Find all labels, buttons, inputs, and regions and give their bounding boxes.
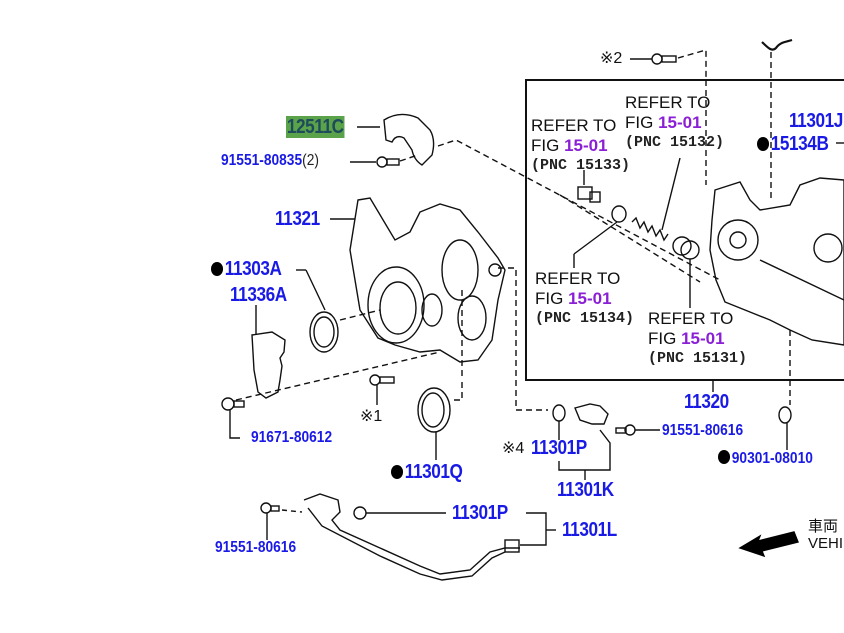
vehicle-direction-label: 車両 VEHI [808, 518, 844, 552]
oil-pump-group-box [525, 79, 844, 381]
cut-line-icon [761, 38, 793, 51]
note-marker-1: ※1 [360, 408, 383, 425]
cam-sensor-icon [574, 403, 609, 425]
oil-pump-housing-icon [709, 177, 844, 346]
plug-bolt-icon [577, 170, 601, 203]
part-label-11301J[interactable]: 11301J [789, 110, 843, 132]
fig-reference-15133: REFER TO FIG 15-01 (PNC 15133) [531, 116, 631, 174]
bolt-icon [350, 156, 400, 168]
gasket-icon [611, 205, 627, 223]
o-ring-icon [353, 506, 367, 520]
part-label-11301L[interactable]: 11301L [562, 519, 617, 541]
part-label-91551-80616-upper[interactable]: 91551-80616 [662, 422, 744, 439]
part-label-11320[interactable]: 11320 [684, 391, 729, 413]
fig-link[interactable]: 15-01 [681, 329, 725, 348]
fig-reference-15132: REFER TO FIG 15-01 (PNC 15132) [625, 93, 725, 151]
relief-valve-icon [672, 236, 700, 260]
spring-icon [631, 216, 669, 242]
part-label-11301P-upper[interactable]: 11301P [531, 437, 587, 459]
bolt-icon [369, 374, 395, 386]
note-marker-4: ※4 [502, 440, 525, 457]
new-part-bullet-icon [757, 137, 770, 151]
crank-sensor-harness-icon [303, 493, 520, 575]
bolt-icon [221, 397, 245, 411]
part-label-91551-80616-lower[interactable]: 91551-80616 [215, 539, 297, 556]
oil-seal-icon [309, 311, 339, 353]
part-label-91551-80835[interactable]: 91551-80835(2) [221, 152, 319, 169]
note-marker-2: ※2 [600, 50, 623, 67]
fig-reference-15134: REFER TO FIG 15-01 (PNC 15134) [535, 269, 635, 327]
fig-reference-15131: REFER TO FIG 15-01 (PNC 15131) [648, 309, 748, 367]
fig-link[interactable]: 15-01 [658, 113, 702, 132]
new-part-bullet-icon [718, 450, 731, 464]
part-label-90301-08010[interactable]: 90301-08010 [718, 450, 813, 467]
part-label-12511C[interactable]: 12511C [286, 116, 345, 138]
part-label-11301Q[interactable]: 11301Q [391, 462, 463, 482]
new-part-bullet-icon [391, 465, 404, 479]
part-label-15134B[interactable]: 15134B [757, 134, 829, 154]
o-ring-icon [552, 404, 566, 422]
part-label-11301P-lower[interactable]: 11301P [452, 502, 508, 524]
bolt-icon [260, 502, 280, 514]
part-label-11303A[interactable]: 11303A [211, 259, 282, 279]
tensioner-part-icon [251, 331, 286, 399]
fig-link[interactable]: 15-01 [568, 289, 612, 308]
timing-cover-part-icon [330, 197, 506, 363]
vehicle-front-arrow-icon [738, 531, 799, 558]
crank-seal-icon [417, 387, 451, 433]
bracket-part-icon [357, 113, 435, 166]
part-label-11301K[interactable]: 11301K [557, 479, 614, 501]
bolt-icon [630, 53, 677, 65]
bolt-icon [615, 424, 660, 436]
o-ring-icon [778, 406, 792, 424]
part-label-11321[interactable]: 11321 [275, 208, 320, 230]
part-label-91671-80612[interactable]: 91671-80612 [251, 429, 333, 446]
new-part-bullet-icon [211, 262, 224, 276]
part-label-11336A[interactable]: 11336A [230, 284, 287, 306]
fig-link[interactable]: 15-01 [564, 136, 608, 155]
